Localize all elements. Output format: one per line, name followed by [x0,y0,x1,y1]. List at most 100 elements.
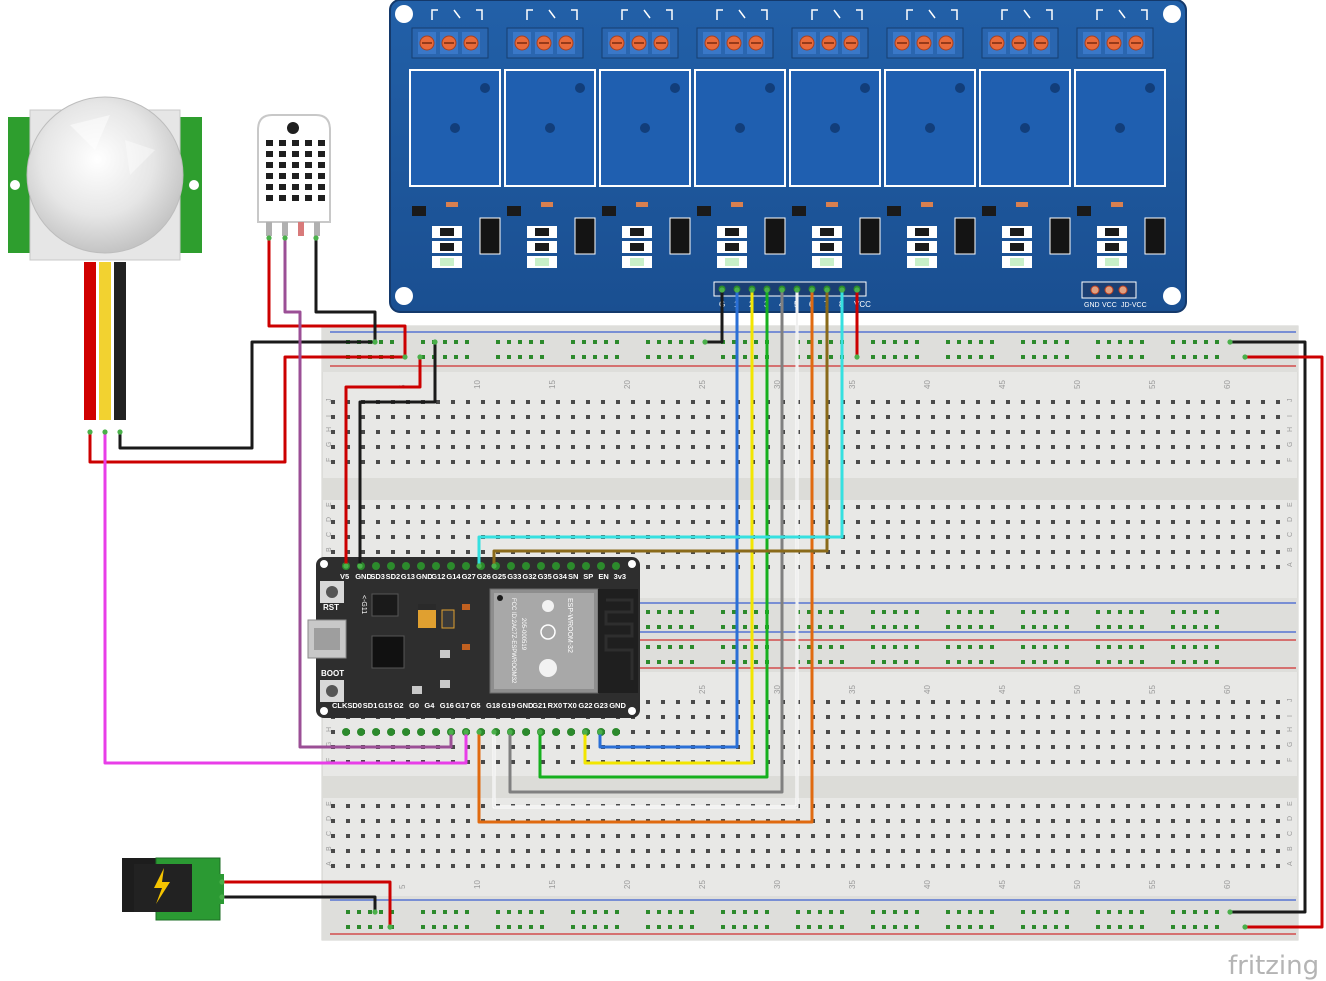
breadboard-hole[interactable] [976,864,980,868]
rail-hole[interactable] [1193,660,1197,664]
dc-barrel-jack[interactable] [122,857,224,921]
breadboard-hole[interactable] [1141,460,1145,464]
breadboard-hole[interactable] [511,400,515,404]
rail-hole[interactable] [1107,925,1111,929]
rail-hole[interactable] [1107,660,1111,664]
breadboard-hole[interactable] [826,864,830,868]
breadboard-hole[interactable] [586,505,590,509]
breadboard-hole[interactable] [916,745,920,749]
breadboard-hole[interactable] [961,565,965,569]
rail-hole[interactable] [465,340,469,344]
breadboard-hole[interactable] [1141,715,1145,719]
breadboard-hole[interactable] [436,430,440,434]
breadboard-hole[interactable] [1021,520,1025,524]
wire-esp-v5[interactable] [344,355,422,568]
rail-hole[interactable] [882,660,886,664]
rail-hole[interactable] [1193,355,1197,359]
rail-hole[interactable] [721,625,725,629]
breadboard-hole[interactable] [1276,715,1280,719]
breadboard-hole[interactable] [556,834,560,838]
breadboard-hole[interactable] [1126,550,1130,554]
breadboard-hole[interactable] [856,760,860,764]
breadboard-hole[interactable] [1276,520,1280,524]
breadboard-hole[interactable] [1156,460,1160,464]
esp32-pin[interactable] [357,728,365,736]
rail-hole[interactable] [807,355,811,359]
breadboard-hole[interactable] [1051,550,1055,554]
breadboard-hole[interactable] [1126,819,1130,823]
rail-hole[interactable] [1096,625,1100,629]
rail-hole[interactable] [990,340,994,344]
breadboard-hole[interactable] [856,864,860,868]
breadboard-hole[interactable] [1111,819,1115,823]
breadboard-hole[interactable] [691,415,695,419]
breadboard-hole[interactable] [1096,745,1100,749]
breadboard-hole[interactable] [676,565,680,569]
breadboard-hole[interactable] [1021,715,1025,719]
breadboard-hole[interactable] [946,535,950,539]
breadboard-hole[interactable] [916,849,920,853]
breadboard-hole[interactable] [376,430,380,434]
breadboard-hole[interactable] [1051,415,1055,419]
breadboard-hole[interactable] [511,864,515,868]
rail-hole[interactable] [1171,925,1175,929]
rail-hole[interactable] [871,660,875,664]
rail-hole[interactable] [754,610,758,614]
breadboard-hole[interactable] [526,760,530,764]
breadboard-hole[interactable] [901,849,905,853]
breadboard-hole[interactable] [451,535,455,539]
breadboard-hole[interactable] [961,700,965,704]
rail-hole[interactable] [990,925,994,929]
breadboard-hole[interactable] [1171,565,1175,569]
breadboard-hole[interactable] [571,760,575,764]
rail-hole[interactable] [979,625,983,629]
breadboard-hole[interactable] [1051,745,1055,749]
breadboard-hole[interactable] [691,834,695,838]
breadboard-hole[interactable] [826,834,830,838]
rail-hole[interactable] [1032,625,1036,629]
breadboard-hole[interactable] [1081,550,1085,554]
breadboard-hole[interactable] [1216,864,1220,868]
breadboard-hole[interactable] [1261,700,1265,704]
breadboard-hole[interactable] [466,520,470,524]
breadboard-hole[interactable] [481,505,485,509]
breadboard-hole[interactable] [496,400,500,404]
rail-hole[interactable] [818,355,822,359]
breadboard-hole[interactable] [1021,834,1025,838]
breadboard-hole[interactable] [1246,550,1250,554]
breadboard-hole[interactable] [901,535,905,539]
breadboard-hole[interactable] [691,715,695,719]
breadboard-hole[interactable] [691,730,695,734]
rail-hole[interactable] [1215,355,1219,359]
breadboard-hole[interactable] [1036,460,1040,464]
breadboard-hole[interactable] [1081,834,1085,838]
breadboard-hole[interactable] [526,834,530,838]
breadboard-hole[interactable] [556,520,560,524]
rail-hole[interactable] [1021,645,1025,649]
rail-hole[interactable] [1118,910,1122,914]
breadboard-hole[interactable] [976,505,980,509]
rail-hole[interactable] [1043,355,1047,359]
breadboard-hole[interactable] [1111,849,1115,853]
breadboard-hole[interactable] [1036,445,1040,449]
breadboard-hole[interactable] [331,849,335,853]
breadboard-hole[interactable] [916,505,920,509]
breadboard-hole[interactable] [1201,760,1205,764]
breadboard-hole[interactable] [1246,715,1250,719]
rail-hole[interactable] [1129,645,1133,649]
breadboard-hole[interactable] [1201,415,1205,419]
breadboard-hole[interactable] [991,400,995,404]
breadboard-hole[interactable] [676,520,680,524]
breadboard-hole[interactable] [1021,730,1025,734]
rail-hole[interactable] [893,910,897,914]
rail-hole[interactable] [571,925,575,929]
breadboard-hole[interactable] [646,520,650,524]
rail-hole[interactable] [507,925,511,929]
rail-hole[interactable] [840,925,844,929]
breadboard-hole[interactable] [946,834,950,838]
breadboard-hole[interactable] [1141,745,1145,749]
breadboard-hole[interactable] [901,864,905,868]
breadboard-hole[interactable] [1006,565,1010,569]
breadboard-hole[interactable] [1186,760,1190,764]
breadboard-hole[interactable] [1231,550,1235,554]
